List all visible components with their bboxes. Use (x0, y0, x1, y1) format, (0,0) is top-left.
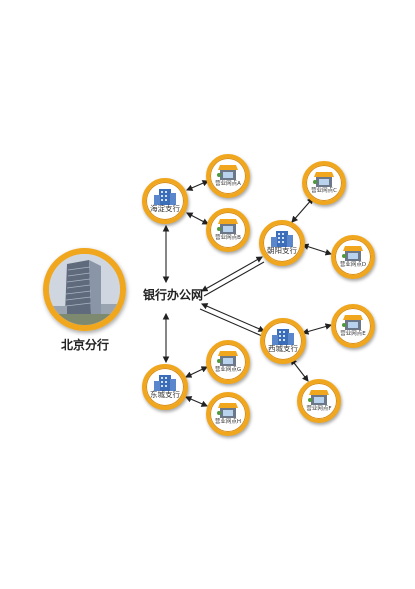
link-haidian-B (186, 212, 209, 225)
building-icon (271, 231, 293, 247)
storefront-icon (217, 219, 238, 234)
branch-label: 东城支行 (150, 390, 180, 399)
outlet-node-A: 营业网点A (206, 154, 250, 198)
storefront-icon (308, 390, 329, 405)
office-tower-icon (49, 254, 120, 325)
outlet-node-H: 营业网点H (206, 392, 250, 436)
storefront-icon (342, 246, 363, 261)
outlet-label: 营业网点E (340, 331, 366, 337)
center-network-label: 银行办公网 (142, 288, 203, 302)
branch-node-xicheng: 西城支行 (260, 318, 306, 364)
headquarters-photo (43, 248, 126, 331)
outlet-label: 营业网点C (311, 188, 337, 194)
link-dongcheng-H (184, 396, 209, 407)
outlet-label: 营业网点G (214, 367, 242, 373)
storefront-icon (217, 403, 238, 418)
outlet-label: 营业网点H (214, 419, 242, 425)
branch-label: 海淀支行 (150, 204, 180, 213)
link-center-chaoyang-b (203, 261, 265, 297)
headquarters-label: 北京分行 (60, 338, 109, 352)
link-center-chaoyang-a (201, 256, 263, 292)
link-haidian-A (185, 180, 210, 191)
storefront-icon (342, 315, 363, 330)
outlet-node-C: 营业网点C (302, 161, 346, 205)
link-dongcheng-G (185, 366, 208, 378)
link-xicheng-F (290, 358, 309, 382)
link-center-xicheng-b (199, 308, 263, 337)
link-center-xicheng-a (200, 303, 266, 332)
outlet-label: 营业网点A (215, 181, 241, 187)
outlet-label: 营业网点F (306, 406, 332, 412)
outlet-label: 营业网点B (215, 235, 241, 241)
branch-label: 西城支行 (268, 344, 298, 353)
outlet-node-G: 营业网点G (206, 340, 250, 384)
building-icon (154, 375, 176, 391)
branch-node-dongcheng: 东城支行 (142, 364, 188, 410)
branch-node-haidian: 海淀支行 (142, 178, 188, 224)
link-chaoyang-D (301, 243, 333, 256)
outlet-node-B: 营业网点B (206, 208, 250, 252)
outlet-node-E: 营业网点E (331, 304, 375, 348)
building-icon (272, 329, 294, 345)
building-icon (154, 189, 176, 205)
outlet-label: 营业网点D (339, 262, 367, 268)
branch-label: 朝阳支行 (267, 246, 297, 255)
branch-node-chaoyang: 朝阳支行 (259, 220, 305, 266)
outlet-node-D: 营业网点D (331, 235, 375, 279)
link-chaoyang-C (291, 197, 314, 223)
storefront-icon (217, 351, 238, 366)
storefront-icon (217, 165, 238, 180)
outlet-node-F: 营业网点F (297, 379, 341, 423)
link-xicheng-E (301, 323, 333, 335)
storefront-icon (313, 172, 334, 187)
